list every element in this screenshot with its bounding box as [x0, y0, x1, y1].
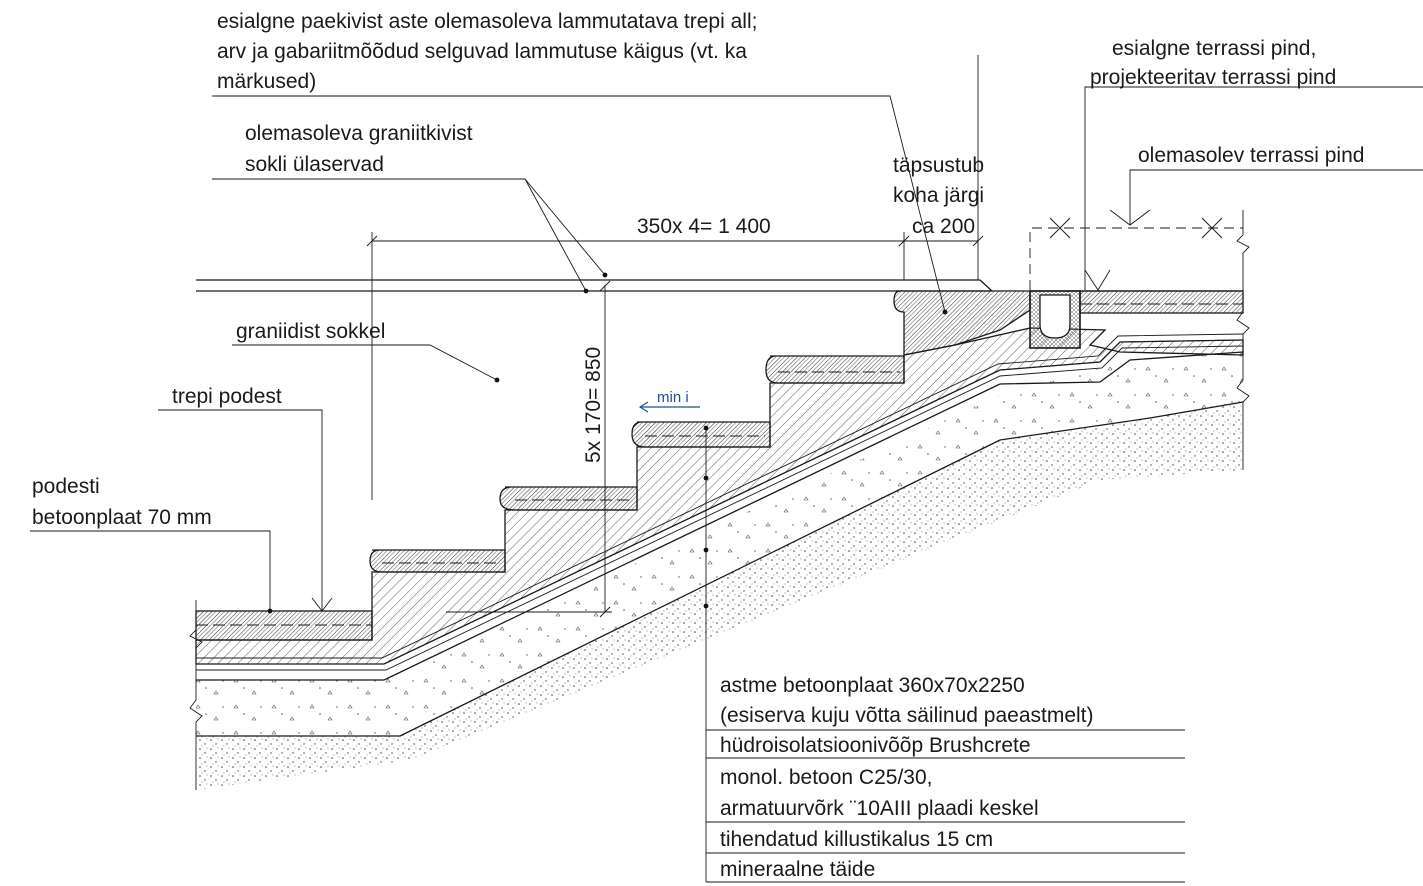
step-slab-1	[369, 549, 506, 573]
note-initial-step-line3: märkused)	[217, 70, 316, 93]
note-terrace-surface-line2: projekteeritav terrassi pind	[1090, 66, 1336, 89]
note-socle-edges-line1: olemasoleva graniitkivist	[245, 122, 473, 145]
note-on-site-line1: täpsustub	[893, 154, 984, 177]
layer-label-6: mineraalne täide	[720, 858, 875, 881]
step-slab-3	[631, 421, 771, 448]
note-terrace-surface-line1: esialgne terrassi pind,	[1112, 37, 1316, 60]
layer-label-4: armatuurvõrk ¨10AIII plaadi keskel	[720, 797, 1039, 820]
drain-trough	[1039, 294, 1071, 339]
left-break-line	[189, 600, 203, 790]
note-on-site-line3: ca 200	[912, 215, 975, 238]
label-landing-slab-line2: betoonplaat 70 mm	[32, 506, 212, 529]
dimension-vertical: 5x 170= 850	[582, 347, 605, 463]
label-min-slope: min i	[657, 389, 689, 406]
layer-label-2: hüdroisolatsioonivõõp Brushcrete	[720, 734, 1031, 757]
dimension-horizontal: 350x 4= 1 400	[637, 215, 771, 238]
limestone-step	[893, 290, 1031, 356]
note-on-site-line2: koha järgi	[893, 184, 984, 207]
step-slab-2	[499, 486, 638, 511]
note-socle-edges-line2: sokli ülaservad	[245, 153, 384, 176]
layer-label-3: monol. betoon C25/30,	[720, 766, 932, 789]
note-existing-terrace: olemasolev terrassi pind	[1138, 144, 1364, 167]
layer-label-1: (esiserva kuju võtta säilinud paeastmelt…	[720, 704, 1094, 727]
gravel-base-layer	[196, 352, 1243, 736]
note-initial-step-line1: esialgne paekivist aste olemasoleva lamm…	[217, 10, 757, 33]
terrace-paving	[1079, 290, 1244, 314]
step-slab-4	[765, 355, 905, 384]
right-break-line	[1236, 210, 1250, 470]
landing-slab	[195, 610, 373, 641]
layer-label-0: astme betoonplaat 360x70x2250	[720, 674, 1025, 697]
step-slabs	[369, 355, 905, 573]
layer-label-5: tihendatud killustikalus 15 cm	[720, 828, 993, 851]
mineral-fill-layer	[196, 400, 1243, 790]
label-granite-socle: graniidist sokkel	[236, 320, 385, 343]
note-initial-step-line2: arv ja gabariitmõõdud selguvad lammutuse…	[217, 40, 747, 63]
label-landing: trepi podest	[172, 385, 282, 408]
existing-terrace-outline	[1029, 217, 1243, 290]
label-landing-slab-line1: podesti	[32, 475, 100, 498]
